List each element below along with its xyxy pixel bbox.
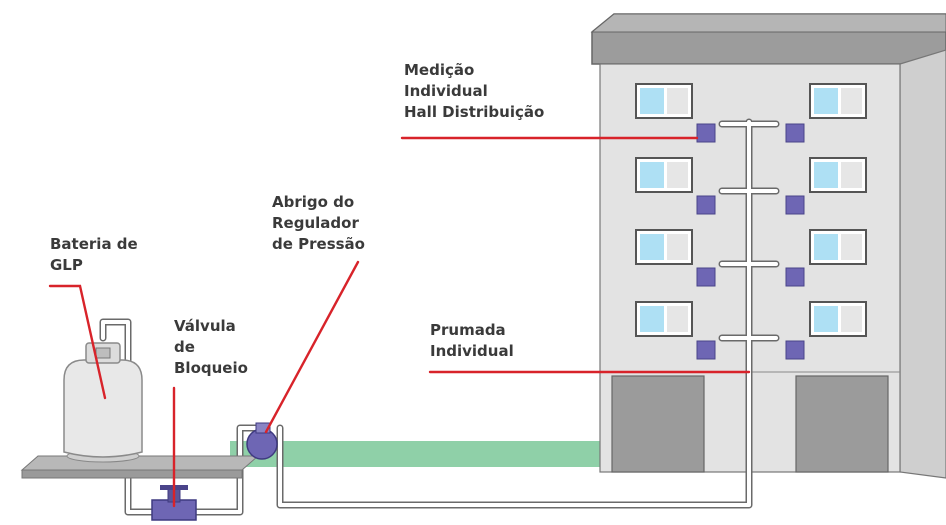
label-line: Individual bbox=[430, 342, 514, 360]
pressure-regulator bbox=[246, 422, 278, 460]
ground-strip bbox=[230, 441, 610, 467]
tank-platform-front bbox=[21, 469, 243, 479]
gas-meter-box bbox=[785, 267, 805, 287]
label-line: Individual bbox=[404, 82, 488, 100]
label-bateria: Bateria de GLP bbox=[50, 234, 138, 276]
label-line: de Pressão bbox=[272, 235, 365, 253]
window-glass bbox=[841, 306, 862, 332]
window-glass bbox=[667, 306, 688, 332]
label-line: Prumada bbox=[430, 321, 506, 339]
label-line: Medição bbox=[404, 61, 475, 79]
window-glass bbox=[640, 88, 664, 114]
label-prumada: Prumada Individual bbox=[430, 320, 514, 362]
window-glass bbox=[814, 162, 838, 188]
tank-platform bbox=[20, 455, 260, 471]
building-side-wall bbox=[899, 49, 946, 479]
garage-door-left bbox=[611, 375, 705, 473]
tank-valve bbox=[95, 347, 111, 359]
label-line: Bateria de bbox=[50, 235, 138, 253]
window-glass bbox=[841, 234, 862, 260]
window-glass bbox=[814, 234, 838, 260]
label-line: Abrigo do bbox=[272, 193, 355, 211]
window-glass bbox=[640, 162, 664, 188]
label-valvula: Válvula de Bloqueio bbox=[174, 316, 248, 379]
regulator-cap bbox=[255, 422, 271, 434]
tank-body bbox=[63, 359, 143, 458]
gas-meter-box bbox=[696, 123, 716, 143]
label-medicao: Medição Individual Hall Distribuição bbox=[404, 60, 544, 123]
gas-meter-box bbox=[785, 340, 805, 360]
building-roof-top bbox=[590, 13, 946, 33]
windows-left bbox=[635, 83, 693, 337]
gas-meter-box bbox=[696, 267, 716, 287]
window-glass bbox=[667, 234, 688, 260]
label-line: Regulador bbox=[272, 214, 359, 232]
label-line: Hall Distribuição bbox=[404, 103, 545, 121]
pipe-tank-line bbox=[101, 320, 264, 514]
window-glass bbox=[667, 162, 688, 188]
window-glass bbox=[814, 88, 838, 114]
window-glass bbox=[841, 162, 862, 188]
label-line: Bloqueio bbox=[174, 359, 248, 377]
label-abrigo: Abrigo do Regulador de Pressão bbox=[272, 192, 365, 255]
windows-right bbox=[809, 83, 867, 337]
meter-boxes bbox=[696, 123, 805, 360]
leader-abrigo bbox=[264, 260, 360, 434]
gas-meter-box bbox=[785, 123, 805, 143]
leader-lines bbox=[48, 136, 751, 508]
label-line: de bbox=[174, 338, 195, 356]
label-line: Válvula bbox=[174, 317, 236, 335]
window-glass bbox=[814, 306, 838, 332]
gas-meter-box bbox=[696, 340, 716, 360]
pipe-main bbox=[278, 120, 751, 507]
garage-door-right bbox=[795, 375, 889, 473]
window-glass bbox=[667, 88, 688, 114]
window-glass bbox=[640, 306, 664, 332]
gas-pipes bbox=[99, 118, 780, 516]
window-glass bbox=[841, 88, 862, 114]
window-glass bbox=[640, 234, 664, 260]
gas-meter-box bbox=[696, 195, 716, 215]
gas-meter-box bbox=[785, 195, 805, 215]
label-line: GLP bbox=[50, 256, 83, 274]
lpg-tank bbox=[63, 342, 143, 463]
leader-bateria bbox=[48, 284, 107, 400]
building bbox=[590, 13, 946, 479]
